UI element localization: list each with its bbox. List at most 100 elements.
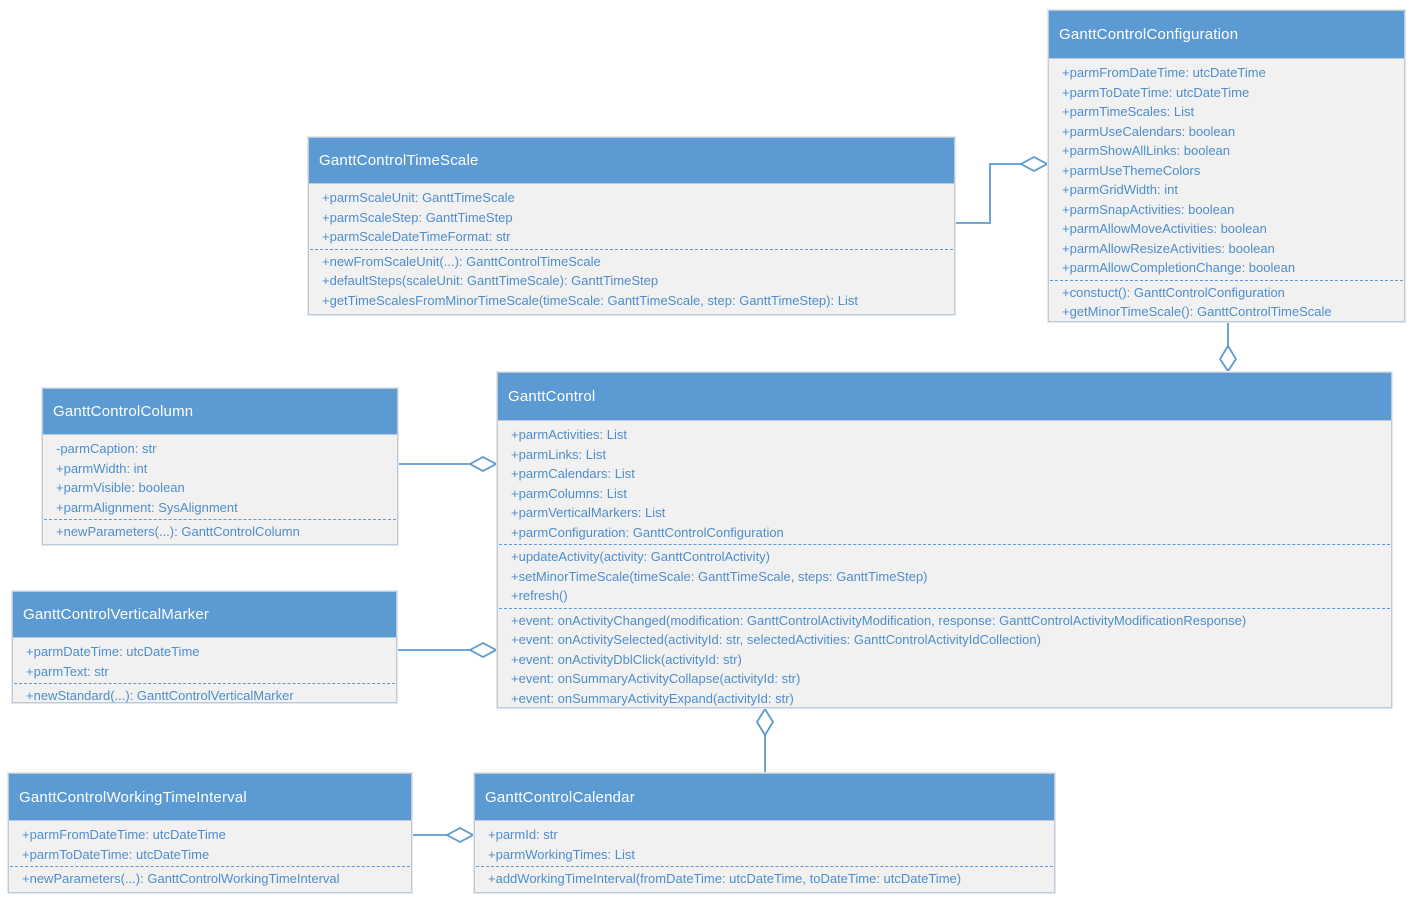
methods-compartment: +addWorkingTimeInterval(fromDateTime: ut… — [475, 869, 1054, 889]
attributes-compartment: +parmId: str +parmWorkingTimes: List — [475, 825, 1054, 864]
class-member: +parmConfiguration: GanttControlConfigur… — [511, 524, 784, 540]
class-body: -parmCaption: str +parmWidth: int +parmVis… — [43, 435, 397, 542]
methods-compartment: +constuct(): GanttControlConfiguration +g… — [1049, 283, 1404, 322]
class-member: +newParameters(...): GanttControlColumn — [56, 524, 300, 539]
class-member: +getTimeScalesFromMinorTimeScale(timeSca… — [322, 292, 858, 308]
events-compartment: +event: onActivityChanged(modification: … — [498, 611, 1391, 709]
class-member: +parmScaleStep: GanttTimeStep — [322, 209, 513, 225]
methods-compartment: +newFromScaleUnit(...): GanttControlTime… — [309, 252, 954, 311]
class-member: +event: onSummaryActivityExpand(activity… — [511, 690, 794, 706]
compartment-divider — [476, 866, 1053, 867]
class-title: GanttControlCalendar — [475, 774, 1054, 821]
class-member: +parmWorkingTimes: List — [488, 846, 636, 862]
class-member: +parmAllowResizeActivities: boolean — [1062, 240, 1275, 256]
class-member: +parmId: str — [488, 827, 558, 842]
class-box-workingtimeinterval: GanttControlWorkingTimeInterval +parmFro… — [8, 773, 412, 893]
class-member: +parmAlignment: SysAlignment — [56, 499, 238, 515]
class-member: +parmText: str — [26, 663, 109, 679]
aggregation-diamond-icon — [468, 641, 498, 659]
class-member: +getMinorTimeScale(): GanttControlTimeSc… — [1062, 304, 1332, 319]
aggregation-timescale-to-configuration — [955, 155, 1049, 224]
methods-compartment: +newParameters(...): GanttControlColumn — [43, 522, 397, 542]
class-body: +parmScaleUnit: GanttTimeScale +parmScale… — [309, 184, 954, 310]
class-body: +parmFromDateTime: utcDateTime +parmToDat… — [9, 821, 411, 889]
aggregation-diamond-icon — [468, 455, 498, 473]
class-member: +newParameters(...): GanttControlWorking… — [22, 871, 340, 886]
class-box-ganttcontrol: GanttControl +parmActivities: List +parmL… — [497, 372, 1392, 708]
class-title: GanttControlTimeScale — [309, 138, 954, 184]
class-member: +parmAllowCompletionChange: boolean — [1062, 260, 1296, 275]
class-member: +event: onActivitySelected(activityId: s… — [511, 632, 1041, 647]
aggregation-diamond-icon — [755, 707, 775, 737]
compartment-divider — [1050, 279, 1403, 281]
class-member: +parmGridWidth: int — [1062, 182, 1178, 197]
class-member: +parmVisible: boolean — [56, 480, 185, 495]
attributes-compartment: +parmFromDateTime: utcDateTime +parmToDat… — [9, 825, 411, 864]
compartment-divider — [310, 248, 953, 250]
attributes-compartment: +parmFromDateTime: utcDateTime +parmToDat… — [1049, 63, 1404, 278]
class-member: +updateActivity(activity: GanttControlAc… — [511, 549, 771, 564]
class-member: +parmToDateTime: utcDateTime — [1062, 84, 1250, 100]
class-member: +parmToDateTime: utcDateTime — [22, 846, 210, 862]
class-member: +defaultSteps(scaleUnit: GanttTimeScale)… — [322, 273, 659, 288]
class-member: +parmVerticalMarkers: List — [511, 505, 666, 520]
class-body: +parmActivities: List +parmLinks: List +pa… — [498, 421, 1391, 708]
class-member: +newStandard(...): GanttControlVerticalM… — [26, 688, 294, 703]
class-member: +parmWidth: int — [56, 460, 148, 476]
aggregation-workingtimeinterval-to-calendar — [412, 826, 475, 844]
attributes-compartment: +parmActivities: List +parmLinks: List +pa… — [498, 425, 1391, 542]
methods-compartment: +newStandard(...): GanttControlVerticalM… — [13, 686, 396, 706]
compartment-divider — [10, 866, 410, 867]
class-title: GanttControlConfiguration — [1049, 11, 1404, 59]
class-member: +constuct(): GanttControlConfiguration — [1062, 284, 1285, 300]
attributes-compartment: -parmCaption: str +parmWidth: int +parmVis… — [43, 439, 397, 517]
class-member: +parmColumns: List — [511, 485, 627, 501]
class-member: +parmDateTime: utcDateTime — [26, 644, 200, 659]
aggregation-configuration-to-ganttcontrol — [1218, 322, 1238, 373]
class-member: +parmSnapActivities: boolean — [1062, 201, 1235, 217]
class-member: +newFromScaleUnit(...): GanttControlTime… — [322, 253, 601, 269]
class-title: GanttControl — [498, 373, 1391, 421]
attributes-compartment: +parmDateTime: utcDateTime +parmText: str — [13, 642, 396, 681]
class-member: +parmFromDateTime: utcDateTime — [22, 827, 226, 842]
class-title: GanttControlVerticalMarker — [13, 592, 396, 638]
class-member: +parmScaleDateTimeFormat: str — [322, 229, 511, 244]
class-member: +parmFromDateTime: utcDateTime — [1062, 65, 1266, 80]
class-member: +setMinorTimeScale(timeScale: GanttTimeS… — [511, 568, 928, 584]
class-member: +event: onActivityDblClick(activityId: s… — [511, 651, 742, 667]
compartment-divider — [499, 544, 1390, 545]
aggregation-column-to-ganttcontrol — [398, 455, 498, 473]
class-box-verticalmarker: GanttControlVerticalMarker +parmDateTime… — [12, 591, 397, 703]
class-member: +refresh() — [511, 588, 568, 603]
compartment-divider — [499, 607, 1390, 609]
class-member: +parmShowAllLinks: boolean — [1062, 143, 1231, 158]
class-body: +parmId: str +parmWorkingTimes: List +add… — [475, 821, 1054, 889]
compartment-divider — [14, 683, 395, 684]
class-title: GanttControlColumn — [43, 389, 397, 435]
aggregation-diamond-icon — [1019, 155, 1049, 173]
class-body: +parmDateTime: utcDateTime +parmText: str… — [13, 638, 396, 706]
compartment-divider — [44, 519, 396, 520]
class-member: +addWorkingTimeInterval(fromDateTime: ut… — [488, 871, 962, 886]
class-box-configuration: GanttControlConfiguration +parmFromDateT… — [1048, 10, 1405, 322]
aggregation-verticalmarker-to-ganttcontrol — [397, 641, 498, 659]
attributes-compartment: +parmScaleUnit: GanttTimeScale +parmScale… — [309, 188, 954, 247]
aggregation-diamond-icon — [445, 826, 475, 844]
aggregation-diamond-icon — [1218, 344, 1238, 373]
class-body: +parmFromDateTime: utcDateTime +parmToDat… — [1049, 59, 1404, 322]
class-member: +parmUseCalendars: boolean — [1062, 123, 1236, 139]
class-member: +parmCalendars: List — [511, 466, 635, 481]
class-title: GanttControlWorkingTimeInterval — [9, 774, 411, 821]
class-box-column: GanttControlColumn -parmCaption: str +par… — [42, 388, 398, 545]
class-member: +event: onActivityChanged(modification: … — [511, 612, 1247, 628]
class-member: +parmLinks: List — [511, 446, 607, 462]
class-member: -parmCaption: str — [56, 441, 157, 456]
class-box-timescale: GanttControlTimeScale +parmScaleUnit: Ga… — [308, 137, 955, 315]
class-box-calendar: GanttControlCalendar +parmId: str +parmWo… — [474, 773, 1055, 893]
class-member: +parmAllowMoveActivities: boolean — [1062, 221, 1267, 236]
class-member: +parmScaleUnit: GanttTimeScale — [322, 190, 515, 205]
class-member: +parmActivities: List — [511, 427, 627, 442]
class-member: +event: onSummaryActivityCollapse(activi… — [511, 671, 801, 686]
aggregation-calendar-to-ganttcontrol — [755, 707, 775, 773]
